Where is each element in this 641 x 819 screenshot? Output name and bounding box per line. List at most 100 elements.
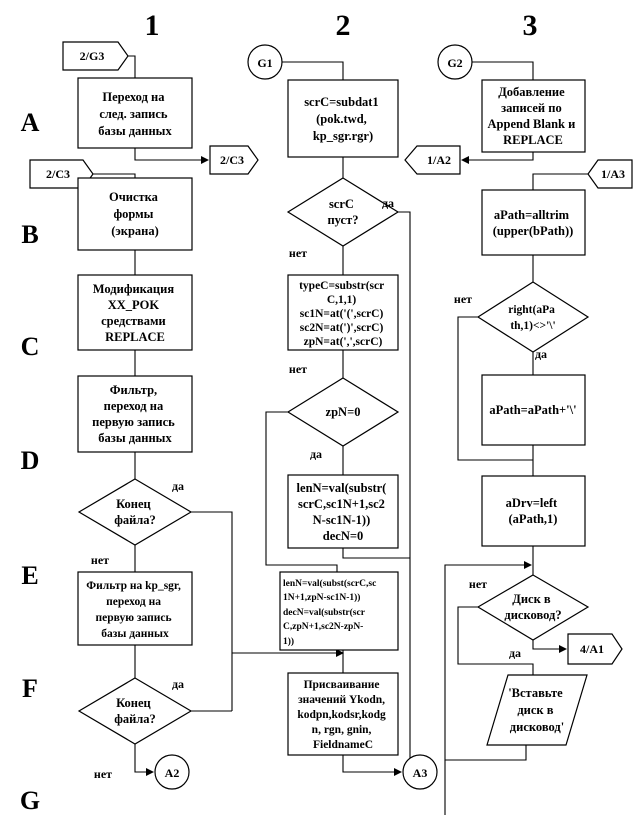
branch-yes-label: да (310, 447, 322, 461)
io-text-line: 'Вставьте (508, 686, 563, 700)
branch-no-label: нет (289, 246, 307, 260)
process-apath-alltrim: aPath=alltrim (upper(bPath)) (481, 189, 586, 256)
branch-yes-label: да (172, 677, 184, 691)
diamond-text-line: файла? (114, 513, 156, 527)
connector-label: 2/C3 (220, 153, 244, 167)
decision-trailing-backslash: right(aPa th,1)<>'\' (476, 281, 590, 353)
svg-text:lenN=val(subst(scrC,sc 1: lenN=val(subst(scrC,sc 1N+1,zpN-sc1N-1))… (283, 578, 379, 647)
box-text-line: средствами (101, 314, 166, 328)
connector-1-a3: 1/A3 (587, 159, 633, 189)
connector-1-a2: 1/A2 (404, 145, 461, 175)
svg-text:Диск в дисковод?: Диск в дисковод? (504, 592, 561, 622)
box-text-line: переход на (104, 399, 164, 413)
svg-text:scrC=subdat1 (pok.twd,: scrC=subdat1 (pok.twd, kp_sgr.rgr) (304, 95, 382, 143)
box-text-line: kodpn,kodsr,kodg (297, 709, 386, 721)
process-len-dec-values: lenN=val(subst(scrC,sc 1N+1,zpN-sc1N-1))… (279, 571, 399, 651)
box-text-line: n, rgn, gnin, (312, 724, 372, 736)
column-header-2: 2 (336, 9, 351, 42)
box-text-line: decN=val(substr(scr (283, 607, 366, 618)
box-text-line: формы (113, 207, 153, 221)
connector-label: 2/G3 (80, 49, 105, 63)
branch-no-label: нет (91, 553, 109, 567)
box-text-line: переход на (106, 596, 161, 608)
box-text-line: aDrv=left (506, 496, 558, 510)
connector-4-a1: 4/A1 (567, 633, 623, 665)
branch-no-label: нет (289, 362, 307, 376)
decision-zpn-zero: zpN=0 (286, 377, 400, 447)
box-text-line: decN=0 (323, 529, 363, 543)
svg-text:lenN=val(substr( scrC,sc: lenN=val(substr( scrC,sc1N+1,sc2 N-sc1N-… (297, 481, 390, 543)
box-text-line: след. запись (99, 107, 168, 121)
box-text-line: базы данных (98, 124, 172, 138)
branch-yes-label: да (382, 196, 394, 210)
box-text-line: XX_POK (108, 298, 160, 312)
box-text-line: zpN=at(',',scrC) (304, 336, 383, 348)
flow-lines (93, 55, 588, 815)
box-text-line: первую запись (96, 612, 172, 624)
svg-text:typeC=substr(scr C,1,1): typeC=substr(scr C,1,1) sc1N=at('(',scrC… (299, 280, 387, 348)
decision-end-of-file-d: Конец файла? (77, 478, 193, 546)
flow-line (342, 755, 402, 776)
flow-line (134, 744, 154, 776)
connector-circle-a3: A3 (402, 754, 438, 790)
svg-text:aDrv=left (aPath,1): aDrv=left (aPath,1) (506, 496, 561, 526)
diamond-text-line: zpN=0 (326, 405, 361, 419)
row-label-g: G (20, 786, 40, 815)
connector-label: 1/A3 (601, 167, 625, 181)
flow-line (134, 148, 209, 164)
box-text-line: scrC,sc1N+1,sc2 (298, 497, 385, 511)
box-text-line: (экрана) (111, 224, 159, 238)
box-text-line: C,zpN+1,sc2N-zpN- (283, 622, 363, 632)
svg-text:scrC пуст?: scrC пуст? (327, 197, 358, 227)
diamond-text-line: scrC (329, 197, 354, 211)
box-text-line: (upper(bPath)) (493, 224, 574, 238)
circle-label: A3 (413, 766, 428, 780)
process-append-backslash: aPath=aPath+'\' (481, 374, 586, 446)
box-text-line: Фильтр на kp_sgr, (86, 580, 181, 592)
branch-yes-label: да (509, 646, 521, 660)
svg-text:'Вставьте диск в д: 'Вставьте диск в дисковод' (508, 686, 566, 734)
box-text-line: записей по (501, 101, 562, 115)
io-insert-disk-message: 'Вставьте диск в дисковод' (486, 674, 588, 746)
box-text-line: Модификация (93, 282, 175, 296)
flow-line (461, 152, 534, 164)
svg-text:Фильтр, переход на: Фильтр, переход на первую запись базы да… (92, 383, 178, 445)
decision-scrc-empty: scrC пуст? (286, 177, 400, 247)
connector-label: 1/A2 (427, 153, 451, 167)
box-text-line: lenN=val(subst(scrC,sc (283, 578, 376, 589)
flow-line (191, 511, 233, 711)
connector-circle-g1: G1 (247, 44, 283, 80)
flow-line (282, 61, 344, 80)
svg-text:right(aPa th,1)<>'\': right(aPa th,1)<>'\' (508, 304, 558, 332)
row-label-a: A (21, 108, 40, 137)
flow-line (532, 640, 567, 653)
box-text-line: Append Blank и (488, 117, 576, 131)
box-text-line: 1)) (283, 636, 294, 647)
box-text-line: первую запись (92, 415, 175, 429)
flow-line (128, 55, 136, 78)
svg-text:Очистка формы (экр: Очистка формы (экрана) (109, 190, 161, 238)
box-text-line: sc2N=at(')',scrC) (300, 322, 384, 334)
box-text-line: REPLACE (503, 133, 563, 147)
branch-yes-label: да (535, 347, 547, 361)
box-text-line: (aPath,1) (509, 512, 558, 526)
process-clear-form: Очистка формы (экрана) (77, 177, 193, 251)
diamond-text-line: Диск в (512, 592, 551, 606)
flow-line (457, 316, 533, 461)
process-filter-first-record: Фильтр, переход на первую запись базы да… (77, 375, 193, 453)
process-next-record: Переход на след. запись базы данных (77, 77, 193, 149)
row-label-f: F (22, 674, 38, 703)
process-filter-kp-sgr: Фильтр на kp_sgr, переход на первую запи… (77, 571, 193, 646)
svg-text:Присваивание значений Yk: Присваивание значений Ykodn, kodpn,kodsr… (297, 679, 388, 751)
decision-end-of-file-f: Конец файла? (77, 677, 193, 745)
box-text-line: aPath=aPath+'\' (489, 403, 576, 417)
box-text-line: lenN=val(substr( (297, 481, 387, 495)
io-text-line: дисковод' (510, 720, 564, 734)
svg-text:aPath=alltrim (upper(bPa: aPath=alltrim (upper(bPath)) (493, 208, 574, 238)
box-text-line: (pok.twd, (316, 112, 367, 126)
io-text-line: диск в (517, 703, 553, 717)
box-text-line: Добавление (498, 85, 565, 99)
flow-line (532, 173, 588, 190)
row-label-e: E (21, 561, 38, 590)
flow-line (93, 173, 136, 178)
